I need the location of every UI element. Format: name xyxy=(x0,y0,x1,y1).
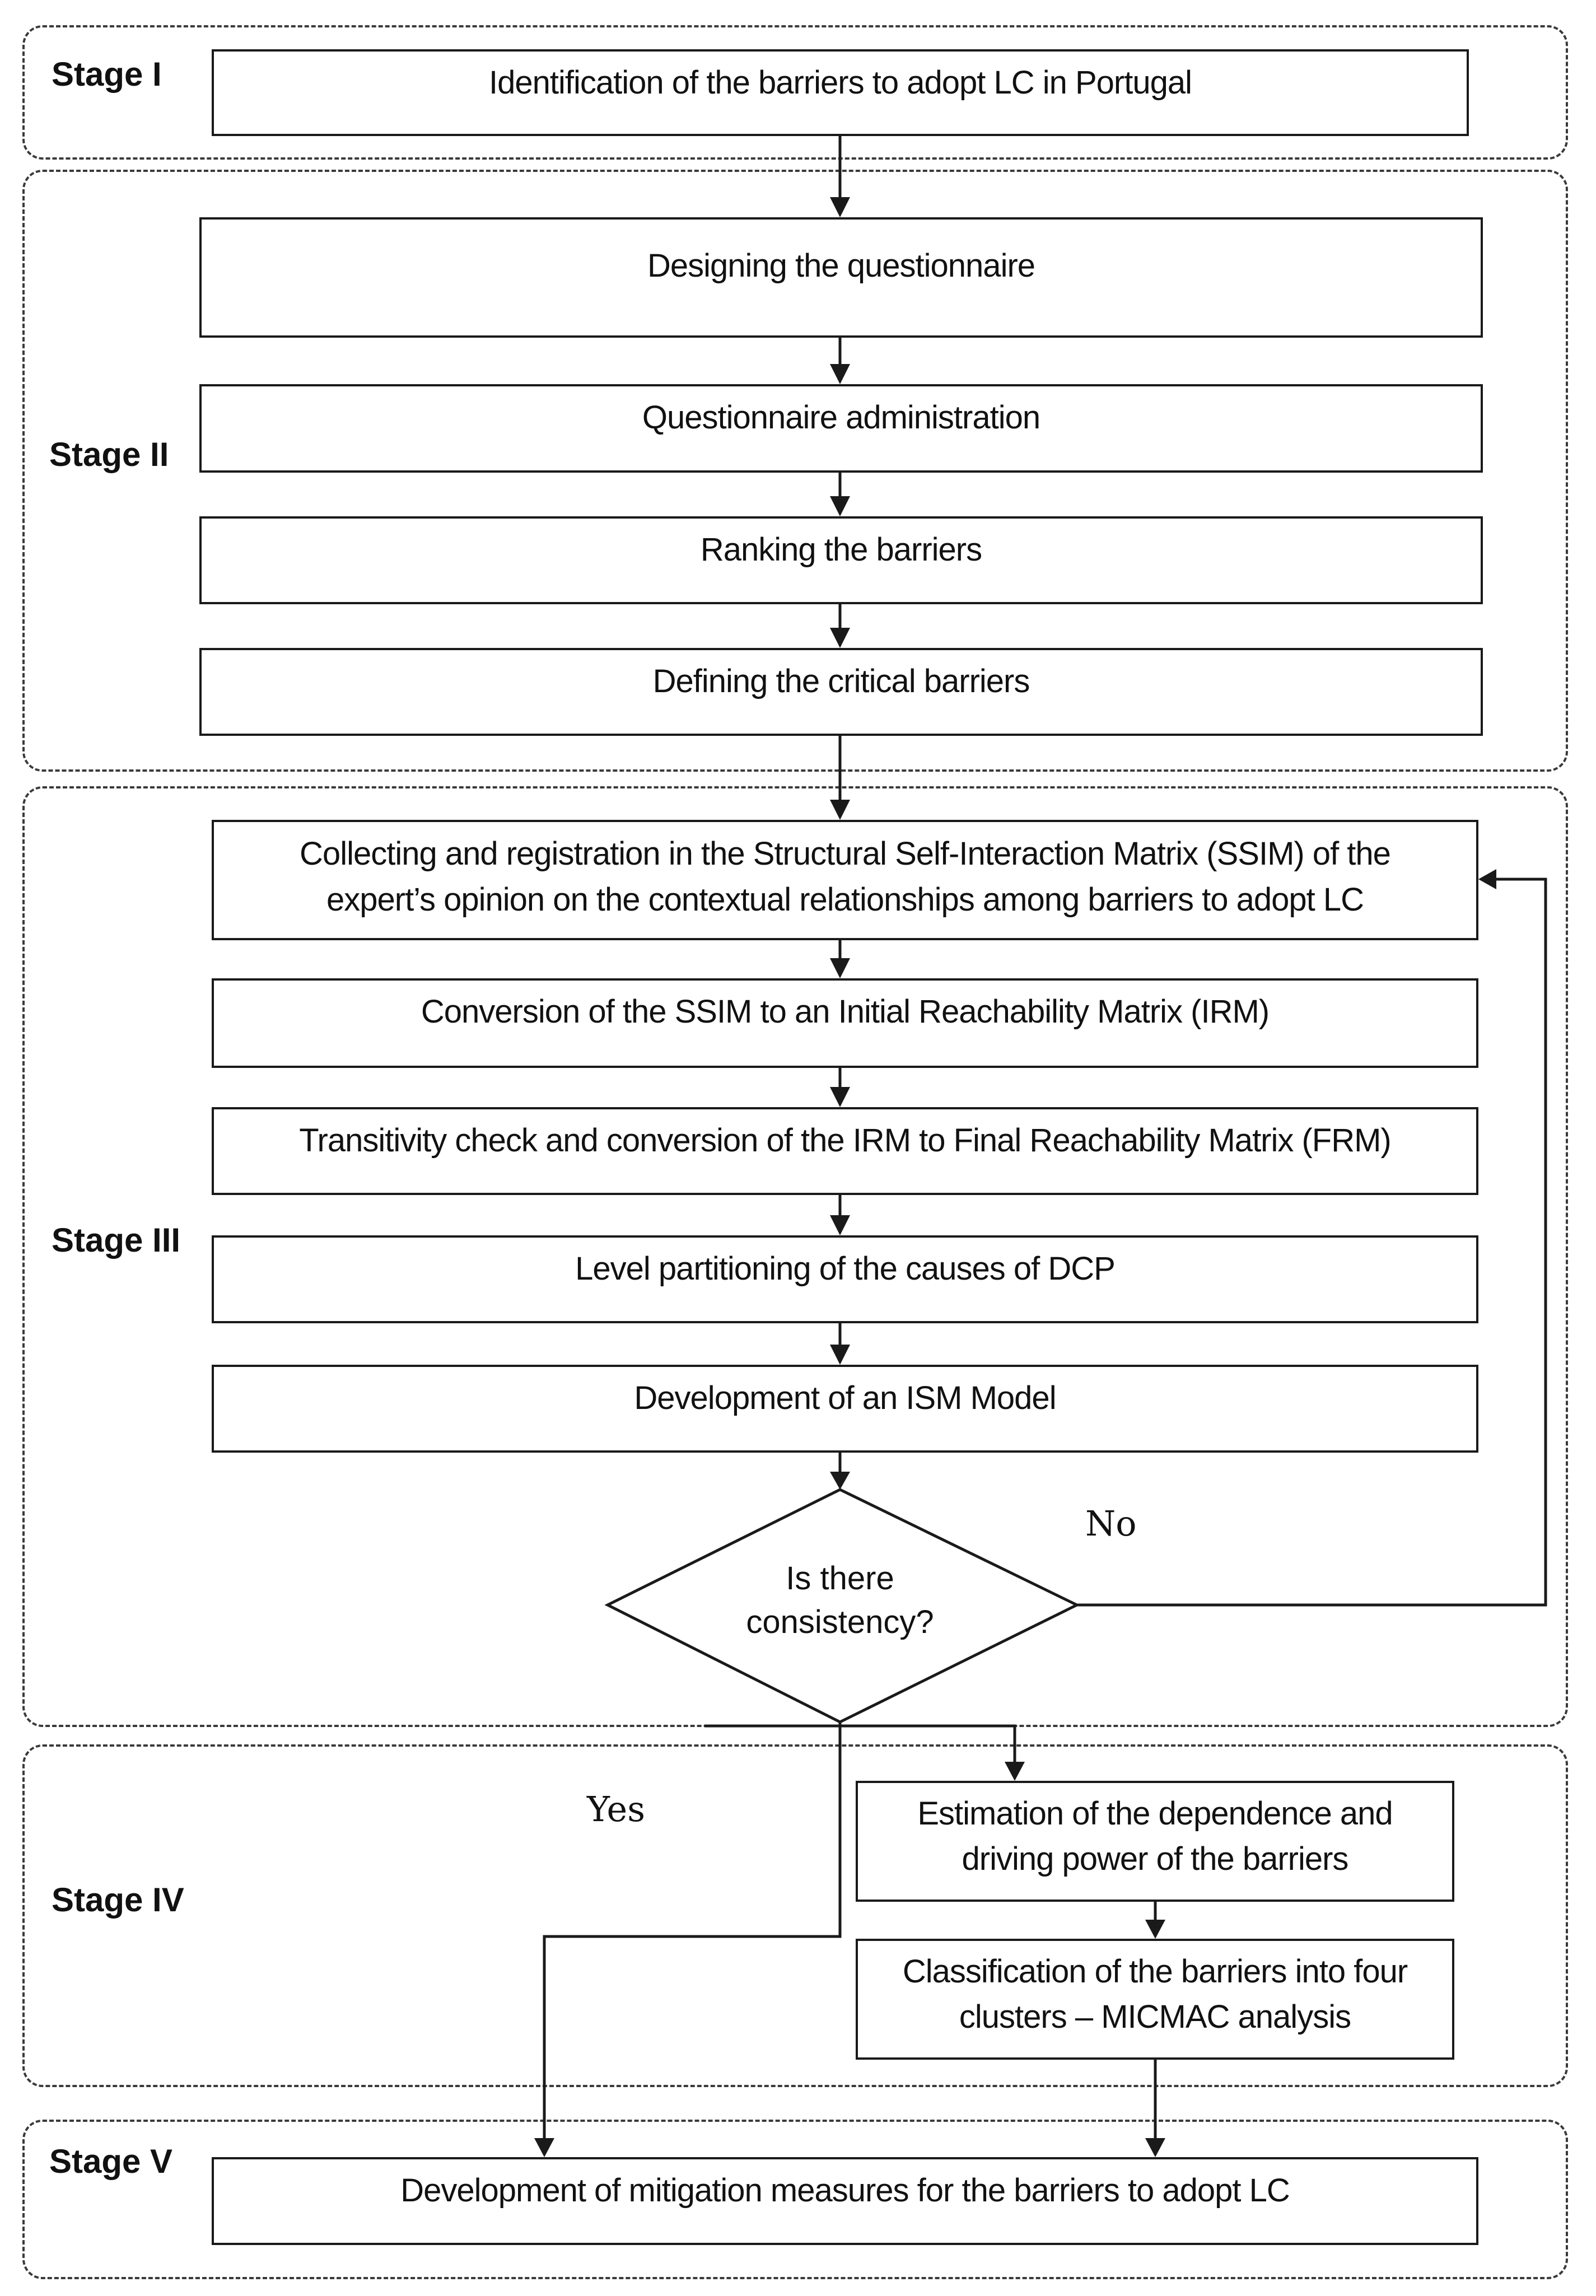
level-partitioning-step: Level partitioning of the causes of DCP xyxy=(212,1235,1478,1323)
arrowhead-transitivity xyxy=(830,1087,850,1107)
defining-critical-barriers-step: Defining the critical barriers xyxy=(199,648,1483,736)
stage-5-frame xyxy=(22,2120,1568,2279)
stage-3-label: Stage III xyxy=(52,1221,181,1259)
yes-branch-label: Yes xyxy=(587,1789,646,1830)
questionnaire-administration-step: Questionnaire administration xyxy=(199,384,1483,473)
arrowhead-estimation xyxy=(1005,1762,1025,1781)
arrow-no-loop-back xyxy=(1077,878,1547,1607)
arrowhead-ranking xyxy=(830,496,850,516)
estimation-step: Estimation of the dependence and driving… xyxy=(856,1781,1454,1902)
arrowhead-classification xyxy=(1145,1920,1165,1939)
arrowhead-collecting xyxy=(830,800,850,820)
stage-1-label: Stage I xyxy=(52,55,162,93)
transitivity-frm-step: Transitivity check and conversion of the… xyxy=(212,1107,1478,1195)
designing-questionnaire-step: Designing the questionnaire xyxy=(199,217,1483,338)
consistency-decision-diamond xyxy=(604,1488,1080,1724)
stage-2-frame xyxy=(22,170,1568,772)
stage-2-label: Stage II xyxy=(49,436,169,473)
collecting-ssim-step: Collecting and registration in the Struc… xyxy=(212,820,1478,940)
no-branch-label: No xyxy=(1085,1503,1137,1544)
ism-model-step: Development of an ISM Model xyxy=(212,1365,1478,1453)
arrowhead-administration xyxy=(830,364,850,384)
arrowhead-defining xyxy=(830,628,850,648)
arrow-yes-to-estimation xyxy=(704,1724,1016,1765)
decision-question: Is there consistency? xyxy=(746,1560,934,1641)
arrowhead-no-loop xyxy=(1478,869,1496,889)
classification-micmac-step: Classification of the barriers into four… xyxy=(856,1939,1454,2060)
identification-step: Identification of the barriers to adopt … xyxy=(212,49,1469,136)
arrowhead-mitigation-right xyxy=(1145,2138,1165,2157)
stage-1-frame xyxy=(22,25,1568,160)
arrowhead-designing xyxy=(830,197,850,217)
ranking-barriers-step: Ranking the barriers xyxy=(199,516,1483,604)
arrowhead-conversion xyxy=(830,958,850,978)
mitigation-measures-step: Development of mitigation measures for t… xyxy=(212,2157,1478,2245)
arrowhead-mitigation-left xyxy=(534,2138,554,2157)
conversion-irm-step: Conversion of the SSIM to an Initial Rea… xyxy=(212,978,1478,1068)
stage-4-label: Stage IV xyxy=(52,1881,184,1919)
arrowhead-decision xyxy=(830,1472,850,1490)
stage-4-frame xyxy=(22,1744,1568,2087)
arrow-yes-to-mitigation xyxy=(543,1722,842,2141)
stage-5-label: Stage V xyxy=(49,2143,173,2180)
arrowhead-ism xyxy=(830,1345,850,1365)
arrowhead-level xyxy=(830,1215,850,1235)
